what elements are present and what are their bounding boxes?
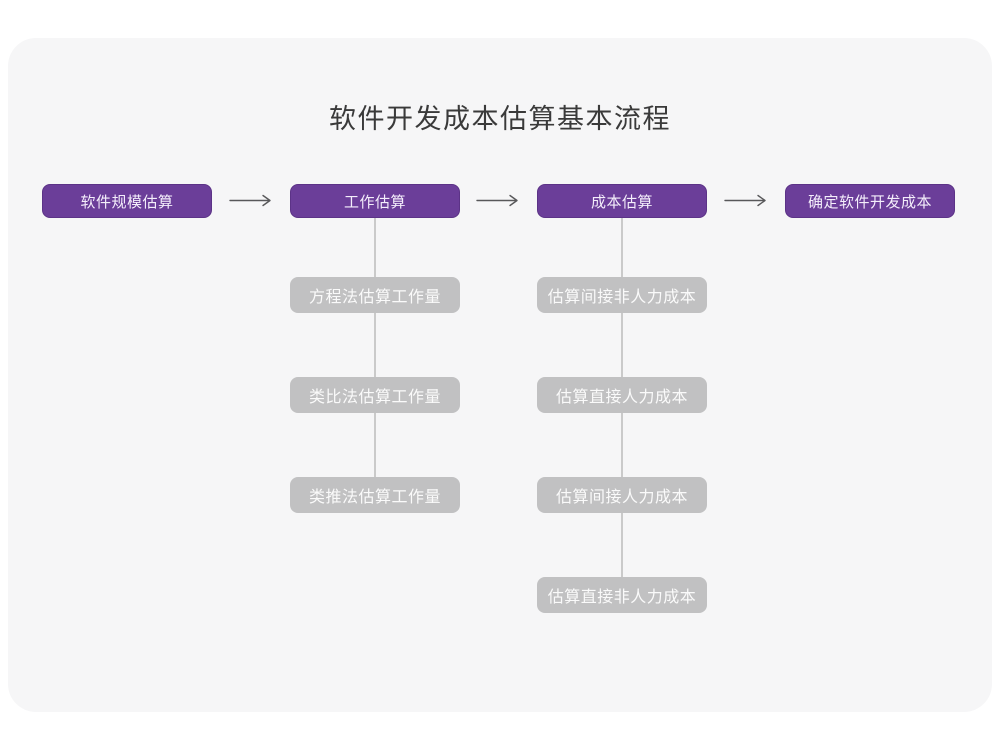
sub-node-extrapolation-method: 类推法估算工作量: [290, 477, 460, 513]
sub-node-label: 类推法估算工作量: [308, 489, 441, 506]
connector-line-work-estimation: [374, 218, 376, 495]
sub-node-label: 估算间接非人力成本: [547, 289, 697, 306]
sub-node-label: 估算直接非人力成本: [547, 589, 697, 606]
sub-node-indirect-labor-cost: 估算间接人力成本: [537, 477, 707, 513]
sub-node-label: 方程法估算工作量: [308, 289, 441, 306]
flow-node-cost-estimation: 成本估算: [537, 184, 707, 218]
flow-node-software-scale-estimation: 软件规模估算: [42, 184, 212, 218]
flow-node-label: 软件规模估算: [80, 193, 174, 211]
sub-node-label: 估算直接人力成本: [555, 389, 688, 406]
flow-node-label: 工作估算: [343, 193, 406, 211]
diagram-card: [8, 38, 992, 712]
flow-node-determine-software-dev-cost: 确定软件开发成本: [785, 184, 955, 218]
sub-node-direct-labor-cost: 估算直接人力成本: [537, 377, 707, 413]
diagram-title: 软件开发成本估算基本流程: [329, 104, 671, 134]
right-arrow-icon: [476, 194, 520, 207]
sub-node-direct-non-labor-cost: 估算直接非人力成本: [537, 577, 707, 613]
flow-node-label: 确定软件开发成本: [807, 193, 932, 211]
sub-node-analogy-method: 类比法估算工作量: [290, 377, 460, 413]
flow-node-label: 成本估算: [590, 193, 653, 211]
right-arrow-icon: [229, 194, 273, 207]
sub-node-equation-method: 方程法估算工作量: [290, 277, 460, 313]
sub-node-label: 类比法估算工作量: [308, 389, 441, 406]
sub-node-indirect-non-labor-cost: 估算间接非人力成本: [537, 277, 707, 313]
flow-node-work-estimation: 工作估算: [290, 184, 460, 218]
right-arrow-icon: [724, 194, 768, 207]
sub-node-label: 估算间接人力成本: [555, 489, 688, 506]
